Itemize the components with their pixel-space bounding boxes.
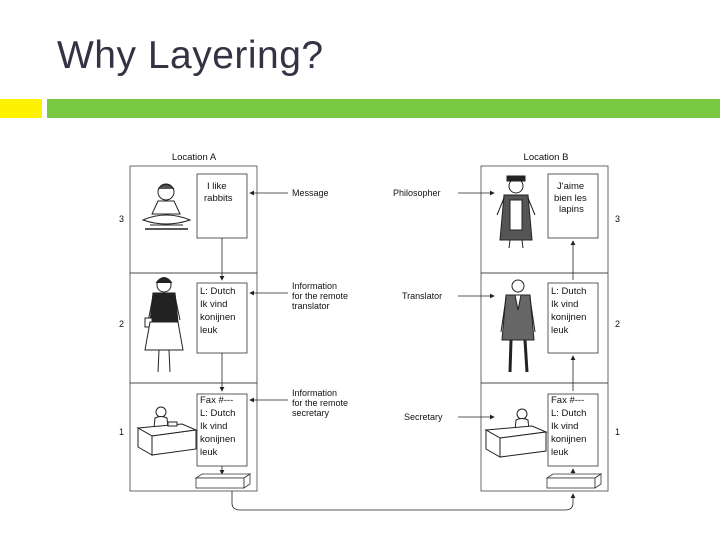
note-a-1-line-4: konijnen — [200, 434, 235, 445]
note-a-1-line-5: leuk — [200, 447, 218, 458]
center-label-layer-2-line-3: translator — [292, 301, 330, 311]
note-b-layer-1 — [547, 393, 599, 467]
note-b-layer-2 — [547, 282, 599, 354]
center-label-layer-2-line-2: for the remote — [292, 291, 348, 301]
layer-1-number-left: 1 — [119, 427, 124, 437]
note-b-1-line-1: Fax #--- — [551, 395, 584, 406]
note-a-2-line-1: L: Dutch — [200, 286, 235, 297]
note-b-3-line-1: J'aime — [557, 181, 584, 192]
note-a-3-line-1: I like — [207, 181, 227, 192]
note-a-3-line-2: rabbits — [204, 193, 233, 204]
layer-2-number-right: 2 — [615, 319, 620, 329]
title-accent-bar — [47, 99, 720, 118]
philosopher-a-figure — [141, 183, 192, 230]
center-label-layer-1-line-3: secretary — [292, 408, 330, 418]
center-label-layer-1-line-2: for the remote — [292, 398, 348, 408]
note-b-3-line-3: lapins — [559, 204, 584, 215]
note-b-2-line-3: konijnen — [551, 312, 586, 323]
note-b-2-line-2: Ik vind — [551, 299, 578, 310]
note-b-layer-3 — [547, 173, 599, 239]
note-a-2-line-3: konijnen — [200, 312, 235, 323]
role-translator: Translator — [402, 291, 442, 301]
note-a-2-line-2: Ik vind — [200, 299, 227, 310]
layer-3-number-left: 3 — [119, 214, 124, 224]
note-b-1-line-4: konijnen — [551, 434, 586, 445]
note-b-2-line-4: leuk — [551, 325, 569, 336]
note-b-1-line-3: Ik vind — [551, 421, 578, 432]
location-b-label: Location B — [524, 152, 569, 163]
secretary-b-figure — [484, 408, 548, 458]
role-philosopher: Philosopher — [393, 188, 441, 198]
title-accent-square — [0, 99, 42, 118]
role-secretary: Secretary — [404, 412, 443, 422]
secretary-a-figure — [136, 406, 198, 456]
fax-machine-a — [194, 473, 252, 489]
note-b-1-line-2: L: Dutch — [551, 408, 586, 419]
location-a-layer-1-box — [129, 382, 258, 492]
note-a-layer-3 — [196, 173, 248, 239]
location-b-column — [480, 165, 609, 492]
transmission-line — [231, 491, 576, 511]
location-b-layer-1-box — [480, 382, 609, 492]
note-b-2-line-1: L: Dutch — [551, 286, 586, 297]
note-b-1-line-5: leuk — [551, 447, 569, 458]
note-a-1-line-1: Fax #--- — [200, 395, 233, 406]
note-a-2-line-4: leuk — [200, 325, 218, 336]
location-a-label: Location A — [172, 152, 217, 163]
philosopher-b-figure — [496, 175, 536, 249]
fax-machine-b — [545, 473, 603, 489]
note-a-1-line-3: Ik vind — [200, 421, 227, 432]
center-label-layer-2-line-1: Information — [292, 281, 337, 291]
location-a-column — [129, 165, 258, 492]
slide-title: Why Layering? — [57, 34, 324, 77]
center-label-layer-1-line-1: Information — [292, 388, 337, 398]
translator-a-figure — [144, 277, 184, 373]
note-a-1-line-2: L: Dutch — [200, 408, 235, 419]
layer-2-number-left: 2 — [119, 319, 124, 329]
note-b-3-line-2: bien les — [554, 193, 587, 204]
layer-3-number-right: 3 — [615, 214, 620, 224]
layer-1-number-right: 1 — [615, 427, 620, 437]
center-label-layer-3: Message — [292, 188, 329, 198]
translator-b-figure — [500, 279, 536, 373]
